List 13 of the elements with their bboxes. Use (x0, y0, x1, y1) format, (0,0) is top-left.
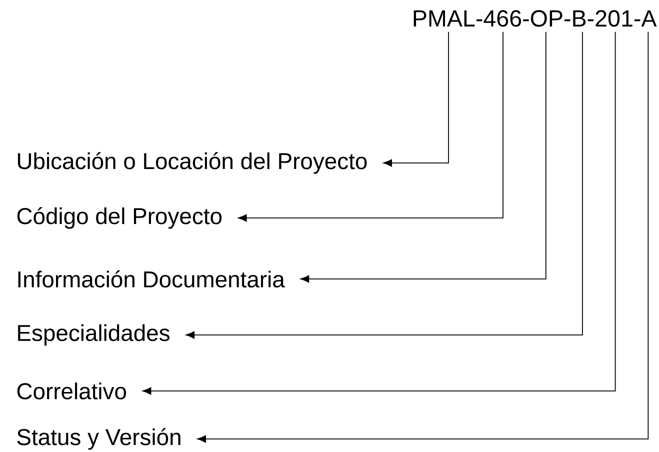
field-label: Ubicación o Locación del Proyecto (18, 152, 367, 174)
code-text: PMAL-466-OP-B-201-A (414, 10, 657, 27)
field-label: Código del Proyecto (17, 207, 222, 229)
leader-arrow (300, 31, 546, 283)
field-label: Status y Versión (17, 428, 180, 450)
leader-arrow (186, 31, 583, 339)
leader-arrow (383, 31, 449, 167)
field-label: Especialidades (18, 324, 170, 346)
field-label: Información Documentaria (18, 270, 285, 288)
field-label: Correlativo (17, 382, 126, 400)
leader-arrow (197, 31, 649, 443)
leader-arrow (142, 31, 616, 395)
leader-arrow (238, 31, 504, 222)
